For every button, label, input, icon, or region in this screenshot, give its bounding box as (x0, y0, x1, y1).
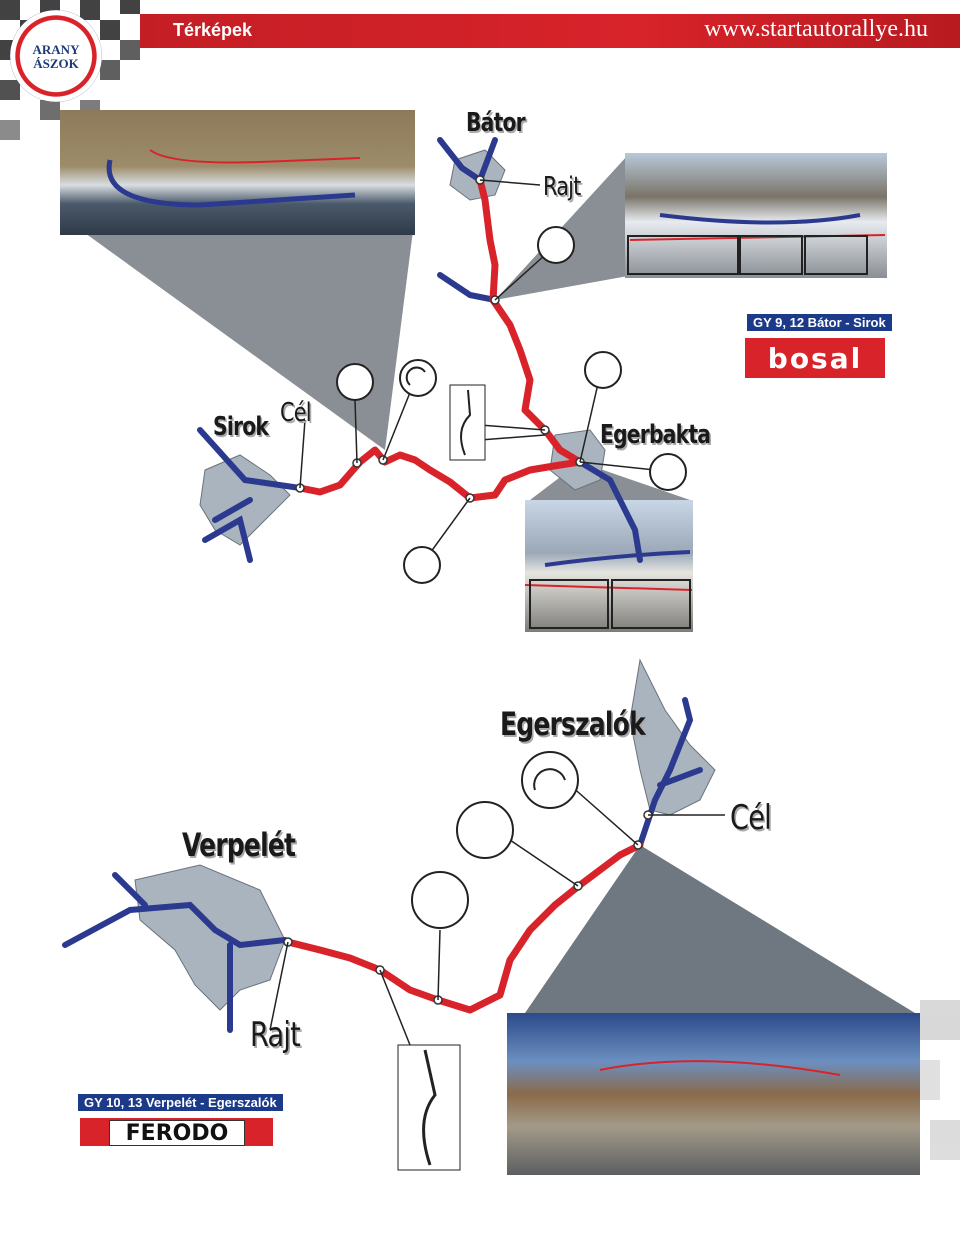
logo-text-line1: ARANY (32, 42, 80, 57)
label-egerszalok: Egerszalók (500, 705, 646, 743)
town-egerszalok (629, 658, 716, 816)
label-bator: Bátor (466, 108, 526, 138)
photo-hairpin-egerszalok (507, 1013, 920, 1175)
chicane-pictogram-icon (336, 363, 374, 401)
stage-caption-bottom: GY 10, 13 Verpelét - Egerszalók (78, 1094, 283, 1111)
zoom-fan-left (60, 215, 415, 450)
roads-top (197, 137, 643, 563)
chicane-pictogram-icon (537, 226, 575, 264)
label-egerbakta: Egerbakta (600, 420, 711, 450)
arany-aszok-logo: ARANY ÁSZOK (10, 10, 102, 102)
stage-route-bator-sirok (296, 176, 584, 502)
stage-route-verpelet-egerszalok (284, 841, 644, 1014)
zoom-fan-bottom (525, 845, 915, 1013)
town-verpelet (134, 864, 286, 1011)
sponsor-logo-ferodo: FERODO (109, 1120, 245, 1146)
label-rajt-top: Rajt (543, 172, 581, 202)
label-verpelet: Verpelét (182, 826, 296, 864)
site-url[interactable]: www.startautorallye.hu (704, 16, 928, 42)
chicane-pictogram-icon (403, 546, 441, 584)
hairpin-pictogram-icon (399, 359, 437, 397)
roads-bottom (62, 697, 703, 1033)
hairpin-pictogram-icon (521, 751, 579, 809)
chicane-pictogram-icon (456, 801, 514, 859)
label-cel-top: Cél (280, 398, 312, 428)
label-rajt-bottom: Rajt (250, 1015, 301, 1055)
turn-pictogram-icon (584, 351, 622, 389)
stage-caption-top: GY 9, 12 Bátor - Sirok (747, 314, 892, 331)
logo-text-line2: ÁSZOK (33, 56, 79, 71)
header-bar: Térképek www.startautorallye.hu (140, 14, 960, 48)
sponsor-logo-bosal: bosal (745, 338, 885, 378)
label-cel-bottom: Cél (730, 798, 772, 838)
label-sirok: Sirok (213, 412, 269, 442)
photo-hairpin-sirok (60, 110, 415, 235)
turn-pictogram-icon (649, 453, 687, 491)
page-title: Térképek (173, 20, 253, 40)
chicane-diagram-icon (449, 384, 486, 461)
chicane-pictogram-icon (411, 871, 469, 929)
